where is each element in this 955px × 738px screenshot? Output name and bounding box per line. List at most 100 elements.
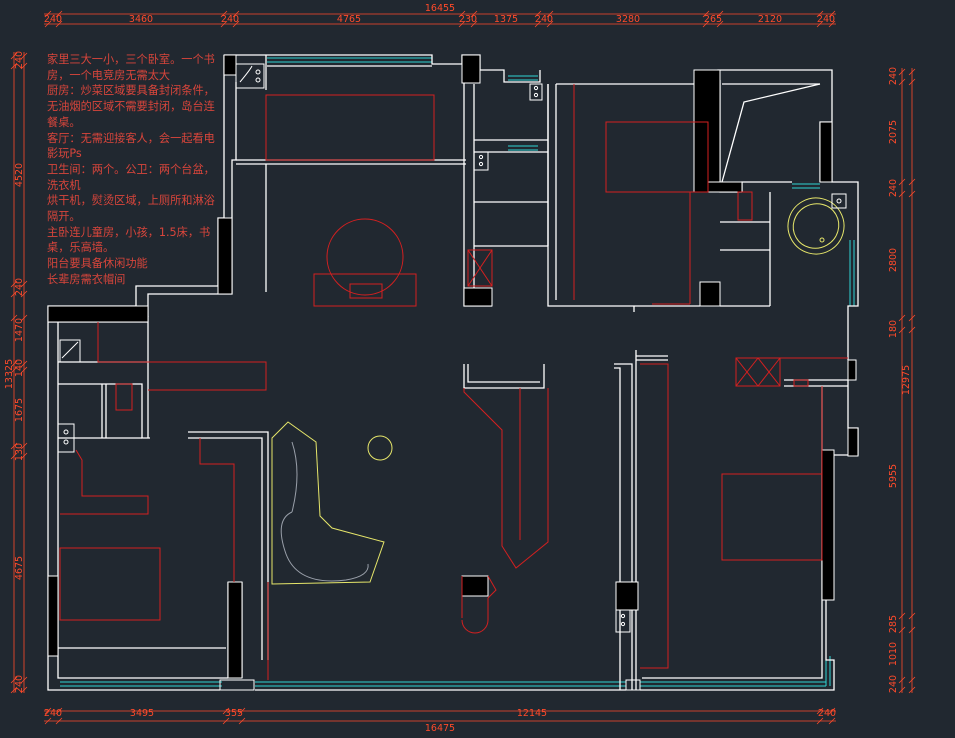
dim-right-total: 12975 — [901, 365, 912, 395]
dimension-tick — [10, 314, 18, 322]
note-living: 客厅：无需迎接客人，会一起看电影玩Ps — [47, 131, 215, 161]
dim-top-2: 3460 — [129, 14, 153, 25]
dimension-tick — [10, 366, 18, 374]
dim-left-6: 1675 — [14, 398, 25, 422]
dimension-tick — [55, 707, 63, 715]
dimension-tick — [908, 78, 916, 86]
note-kitchen: 厨房：炒菜区域要具备封闭条件，无油烟的区域不需要封闭，岛台连餐桌。 — [47, 84, 215, 129]
dimension-tick — [828, 707, 836, 715]
dimension-tick — [55, 20, 63, 28]
dimension-tick — [898, 178, 906, 186]
dim-top-1: 240 — [44, 14, 62, 25]
dim-top-9: 265 — [704, 14, 722, 25]
dim-right-9: 240 — [888, 675, 899, 693]
dimension-tick — [238, 717, 246, 725]
design-notes: 家里三大一小，三个卧室。一个书房，一个电竞房无需太大 厨房：炒菜区域要具备封闭条… — [47, 52, 219, 288]
dimension-tick — [458, 10, 466, 18]
furniture — [59, 84, 848, 680]
dimension-tick — [898, 68, 906, 76]
dimension-tick — [20, 290, 28, 298]
dim-left-7: 130 — [14, 443, 25, 461]
dimension-tick — [816, 707, 824, 715]
dim-top-3: 240 — [221, 14, 239, 25]
dim-left-1: 240 — [14, 51, 25, 69]
dimension-tick — [816, 20, 824, 28]
dim-bottom-total: 16475 — [425, 723, 455, 734]
dim-left-8: 4675 — [14, 556, 25, 580]
dim-top-11: 240 — [817, 14, 835, 25]
dimension-tick — [470, 20, 478, 28]
dimension-tick — [908, 68, 916, 76]
dim-right-4: 2800 — [888, 248, 899, 272]
dimension-tick — [534, 20, 542, 28]
windows — [60, 57, 855, 687]
dimension-tick — [702, 10, 710, 18]
note-elder-room: 长辈房需衣帽间 — [47, 272, 126, 286]
dimension-tick — [44, 707, 52, 715]
dimension-tick — [10, 676, 18, 684]
note-bathroom: 卫生间：两个。公卫：两个台盆，洗衣机 — [47, 162, 215, 192]
dimension-tick — [898, 626, 906, 634]
dim-bottom-5: 240 — [818, 708, 836, 719]
dimension-tick — [898, 326, 906, 334]
dimension-tick — [546, 20, 554, 28]
dimension-tick — [546, 10, 554, 18]
dimension-tick — [534, 10, 542, 18]
dimension-tick — [20, 280, 28, 288]
dim-top-6: 1375 — [494, 14, 518, 25]
dimension-tick — [10, 360, 18, 368]
dimension-tick — [222, 707, 230, 715]
dim-top-4: 4765 — [337, 14, 361, 25]
dim-top-total: 16455 — [425, 3, 455, 14]
dimension-tick — [702, 20, 710, 28]
dimension-tick — [20, 366, 28, 374]
dimension-tick — [20, 62, 28, 70]
dimension-tick — [10, 62, 18, 70]
dimension-tick — [908, 190, 916, 198]
dimension-tick — [20, 52, 28, 60]
dimension-tick — [10, 686, 18, 694]
dim-left-9: 240 — [14, 675, 25, 693]
dim-left-3: 240 — [14, 278, 25, 296]
dimension-tick — [20, 676, 28, 684]
dimension-tick — [908, 326, 916, 334]
dim-right-6: 5955 — [888, 464, 899, 488]
dim-right-8: 1010 — [888, 642, 899, 666]
dimension-tick — [716, 10, 724, 18]
note-laundry: 烘干机，熨烫区域，上厕所和淋浴隔开。 — [47, 194, 215, 224]
dimension-tick — [10, 280, 18, 288]
dimension-tick — [220, 20, 228, 28]
dimension-tick — [232, 20, 240, 28]
note-master-bedroom: 主卧连儿童房，小孩，1.5床，书桌，乐高墙。 — [47, 225, 211, 255]
dimension-tick — [458, 20, 466, 28]
dimension-tick — [20, 360, 28, 368]
dim-right-3: 240 — [888, 179, 899, 197]
dim-bottom-1: 240 — [44, 708, 62, 719]
dimension-tick — [898, 676, 906, 684]
dimension-tick — [10, 452, 18, 460]
dimension-lines — [10, 10, 916, 725]
dimension-tick — [20, 686, 28, 694]
dim-right-5: 180 — [888, 320, 899, 338]
dimension-tick — [220, 10, 228, 18]
dimension-tick — [828, 10, 836, 18]
dimension-tick — [898, 686, 906, 694]
structural-columns — [47, 54, 859, 679]
note-family: 家里三大一小，三个卧室。一个书房，一个电竞房无需太大 — [47, 53, 215, 82]
dim-bottom-3: 355 — [225, 708, 243, 719]
dimension-tick — [828, 717, 836, 725]
dim-right-7: 285 — [888, 615, 899, 633]
dimension-tick — [898, 314, 906, 322]
dimension-tick — [716, 20, 724, 28]
dim-left-2: 4520 — [14, 163, 25, 187]
dimension-tick — [908, 676, 916, 684]
dimension-tick — [238, 707, 246, 715]
dim-top-5: 230 — [459, 14, 477, 25]
dimension-tick — [44, 20, 52, 28]
dimension-tick — [908, 314, 916, 322]
dim-top-7: 240 — [535, 14, 553, 25]
dim-top-8: 3280 — [616, 14, 640, 25]
dimension-tick — [828, 20, 836, 28]
dimension-tick — [898, 190, 906, 198]
